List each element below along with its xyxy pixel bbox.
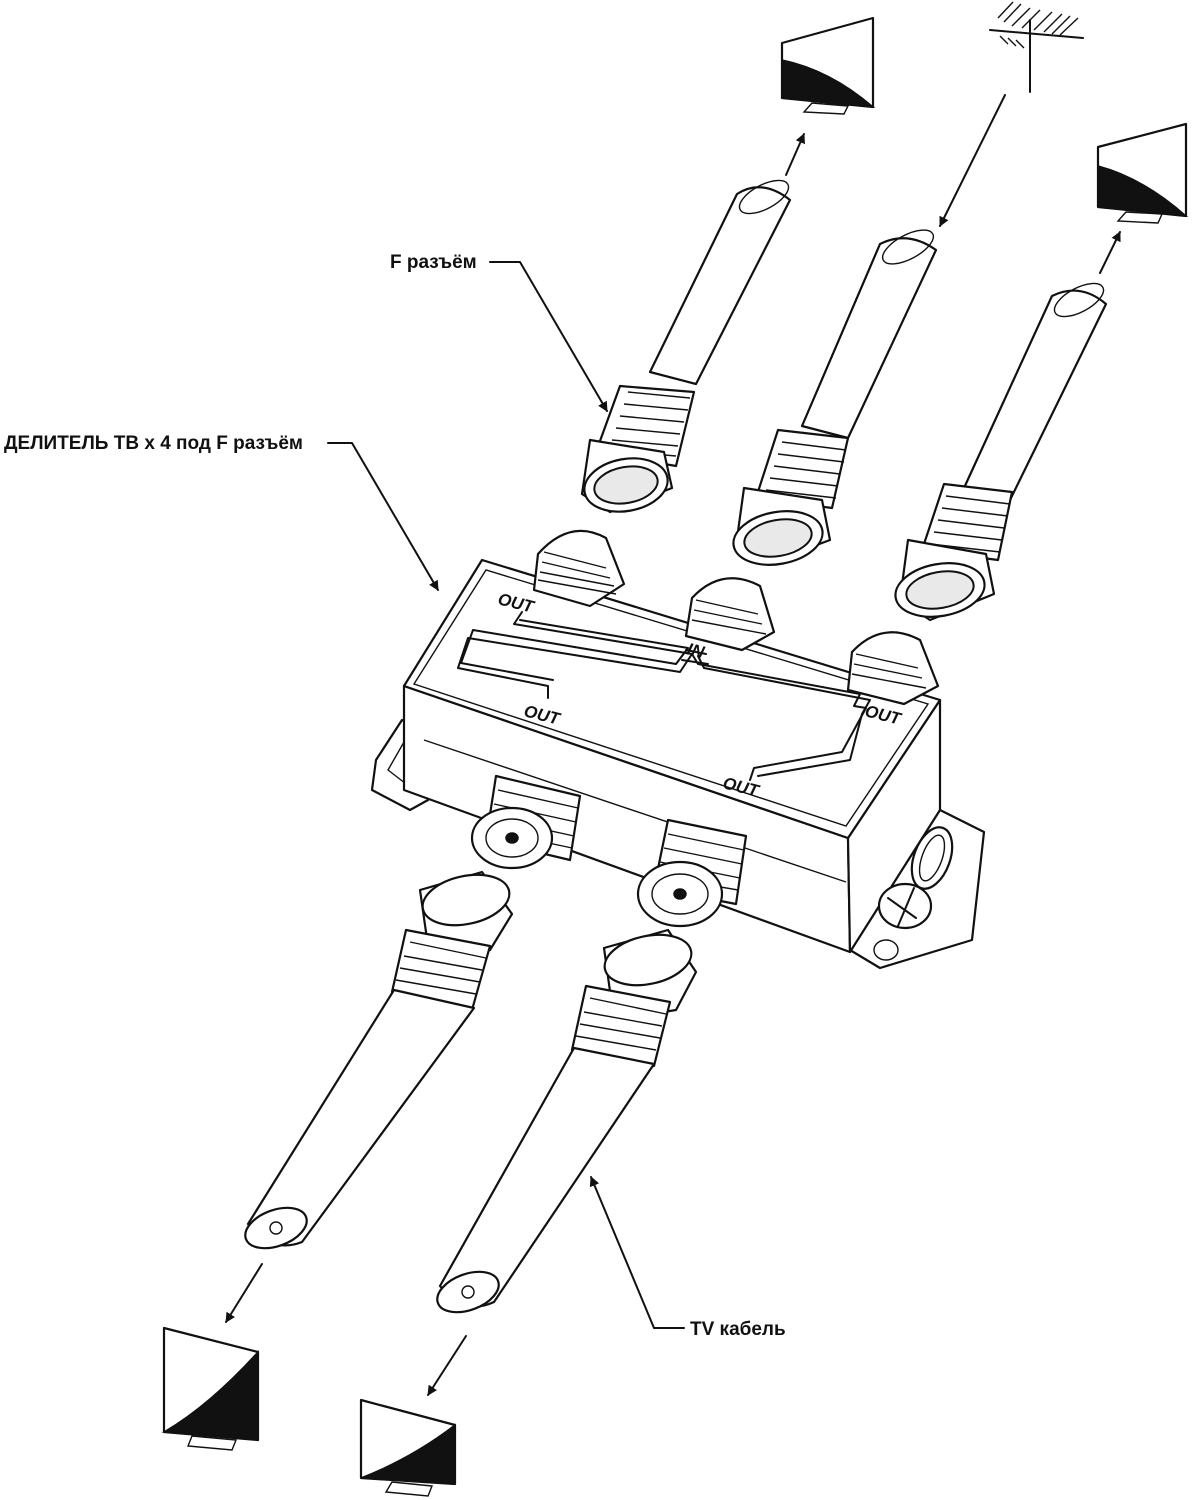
- tv-icon: [780, 16, 876, 115]
- tv-icon: [161, 1326, 260, 1451]
- screw-icon: [873, 882, 933, 961]
- f-connector-icon: [894, 482, 1014, 622]
- splitter-port: [470, 774, 582, 870]
- f-connector-label: F разъём: [390, 252, 477, 273]
- tv-cable-label: TV кабель: [690, 1319, 786, 1340]
- coax-cable-icon: [800, 229, 938, 440]
- coax-cable-icon: [436, 1046, 656, 1314]
- splitter-port: [684, 577, 776, 652]
- splitter-port: [846, 631, 940, 706]
- f-connector-icon: [580, 384, 696, 514]
- splitter-label: ДЕЛИТЕЛЬ ТВ х 4 под F разъём: [4, 433, 303, 454]
- tv-icon: [359, 1398, 457, 1497]
- arrow-icon: [225, 94, 1121, 1396]
- coax-cable-icon: [962, 282, 1108, 502]
- coax-cable-icon: [648, 179, 792, 386]
- splitter-port: [532, 529, 626, 608]
- splitter-body: [370, 558, 986, 970]
- f-connector-icon: [390, 870, 514, 1012]
- f-connector-icon: [732, 428, 850, 566]
- port-label-in: IN: [685, 639, 707, 662]
- coax-cable-icon: [244, 988, 476, 1250]
- antenna-icon: [989, 1, 1084, 93]
- f-connector-icon: [570, 928, 698, 1068]
- splitter-port: [636, 818, 748, 928]
- tv-icon: [1096, 122, 1189, 224]
